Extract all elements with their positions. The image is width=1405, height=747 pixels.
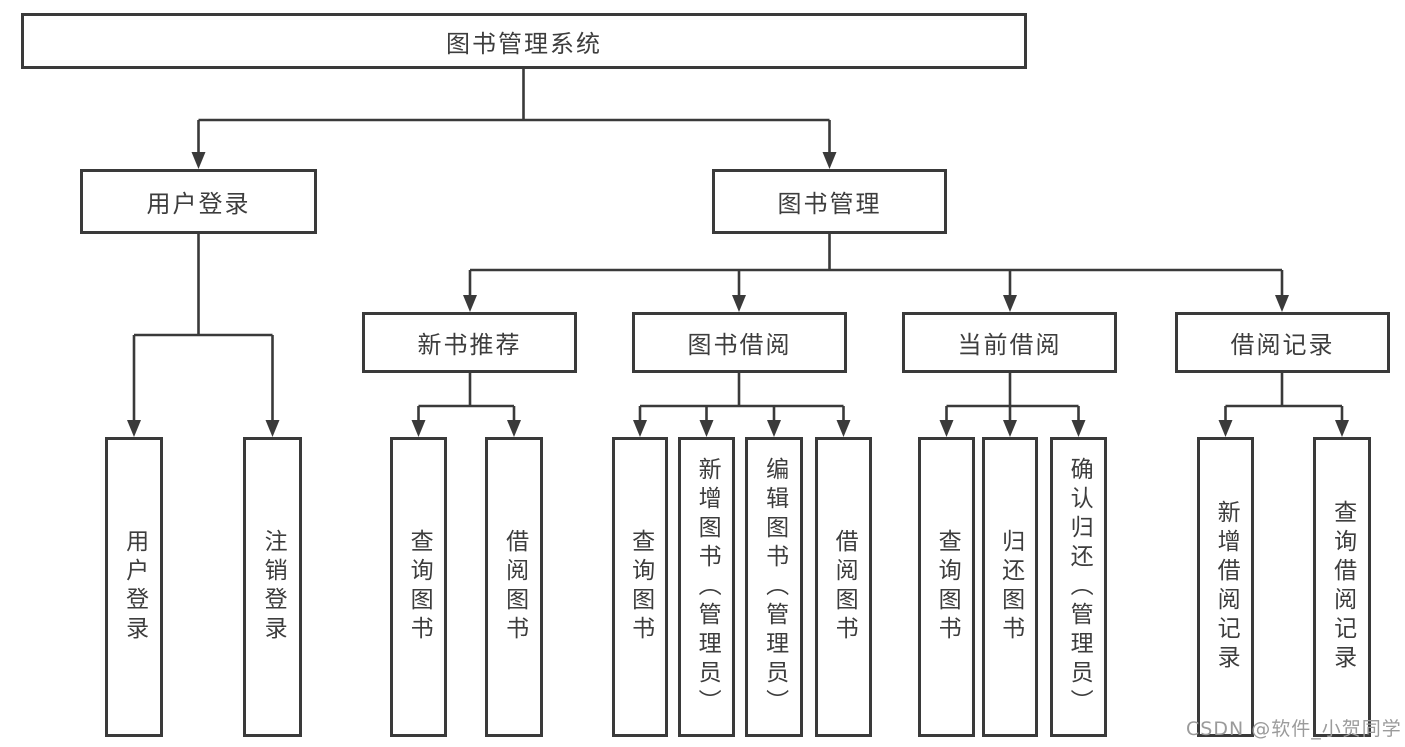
node-book-borrow: 图书借阅 [632,312,847,373]
connector-root-to-level2 [191,68,837,169]
connector-book-management-to-level3 [463,234,1289,312]
leaf-cb-confirm-return-admin: 确认归还（管理员） [1050,437,1107,737]
connector-book-borrow-to-leaves [633,373,851,437]
connector-borrow-records-to-leaves [1218,373,1349,437]
leaf-bb-borrow-books: 借阅图书 [815,437,872,737]
node-user-login: 用户登录 [80,169,317,234]
leaf-br-query-record: 查询借阅记录 [1313,437,1371,737]
leaf-nbr-query-books: 查询图书 [390,437,447,737]
leaf-user-login: 用户登录 [105,437,163,737]
node-root-library-management-system: 图书管理系统 [21,13,1027,69]
node-borrow-records: 借阅记录 [1175,312,1390,373]
leaf-bb-query-books: 查询图书 [612,437,668,737]
node-new-book-recommend: 新书推荐 [362,312,577,373]
connector-new-book-recommend-to-leaves [411,373,521,437]
csdn-watermark: CSDN @软件_小贺同学 [1186,718,1402,740]
leaf-nbr-borrow-books: 借阅图书 [485,437,543,737]
node-current-borrow: 当前借阅 [902,312,1117,373]
leaf-logout: 注销登录 [243,437,302,737]
leaf-cb-query-books: 查询图书 [918,437,975,737]
node-book-management: 图书管理 [712,169,947,234]
leaf-bb-add-books-admin: 新增图书（管理员） [678,437,735,737]
leaf-cb-return-books: 归还图书 [982,437,1038,737]
connector-current-borrow-to-leaves [939,373,1086,437]
leaf-bb-edit-books-admin: 编辑图书（管理员） [745,437,803,737]
connector-user-login-to-leaves [127,234,280,437]
leaf-br-add-record: 新增借阅记录 [1197,437,1254,737]
